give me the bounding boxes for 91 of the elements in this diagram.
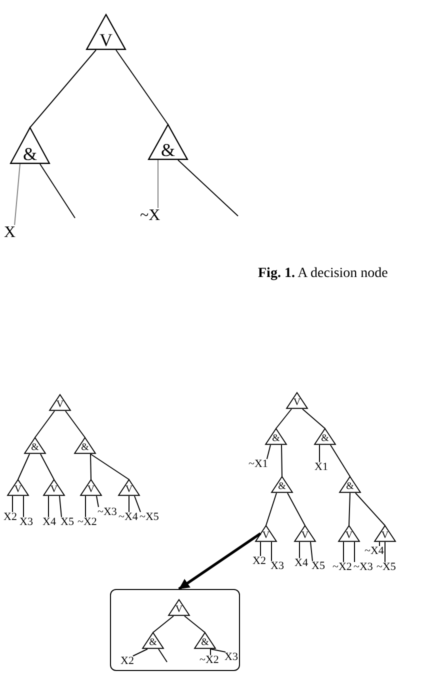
operator-triangle: V <box>286 392 308 409</box>
variable-label: X5 <box>60 517 74 528</box>
connector-line <box>96 496 99 508</box>
variable-label: ~X2 <box>332 562 352 573</box>
connector-line <box>134 496 141 512</box>
connector-line <box>266 444 271 460</box>
connector-line <box>128 496 130 512</box>
connector-line <box>12 496 13 512</box>
variable-label: X2 <box>4 512 17 523</box>
connector-line <box>158 648 168 662</box>
operator-triangle: V <box>168 599 190 616</box>
connector-line <box>132 648 148 656</box>
operator-triangle: & <box>142 632 164 649</box>
operator-triangle: V <box>86 14 126 50</box>
connector-line <box>210 648 211 656</box>
connector-line <box>260 542 261 556</box>
connector-line <box>65 410 86 438</box>
operator-triangle: & <box>194 632 216 649</box>
connector-line <box>287 492 306 526</box>
variable-label: X3 <box>224 652 238 663</box>
operator-triangle: & <box>148 124 188 160</box>
connector-line <box>152 616 174 633</box>
connector-line <box>90 454 130 480</box>
variable-label: ~X2 <box>78 517 97 528</box>
connector-line <box>40 454 54 480</box>
variable-label: ~X4 <box>364 546 384 557</box>
operator-triangle: & <box>265 428 287 445</box>
connector-line <box>85 496 86 518</box>
variable-label: X <box>4 225 16 241</box>
connector-line <box>116 50 168 125</box>
variable-label: X3 <box>20 517 33 528</box>
connector-line <box>310 542 313 562</box>
variable-label: ~X3 <box>354 562 373 573</box>
connector-line <box>302 408 326 429</box>
connector-line <box>23 496 24 518</box>
variable-label: ~X5 <box>376 562 396 573</box>
operator-triangle: V <box>7 479 29 496</box>
operator-triangle: & <box>10 127 50 164</box>
connector-line <box>355 492 386 526</box>
operator-triangle: & <box>271 476 293 493</box>
variable-label: ~X4 <box>118 512 138 523</box>
operator-triangle: V <box>49 394 71 411</box>
operator-triangle: V <box>255 525 277 542</box>
connector-line <box>330 444 350 477</box>
connector-line <box>348 492 350 526</box>
operator-triangle: & <box>314 428 336 445</box>
variable-label: X5 <box>312 561 325 572</box>
variable-label: ~X2 <box>200 655 219 666</box>
variable-label: ~X5 <box>140 512 159 523</box>
connector-line <box>178 160 238 216</box>
variable-label: X2 <box>120 656 134 667</box>
connector-line <box>59 496 62 518</box>
connector-line <box>276 408 292 429</box>
connector-line <box>18 454 30 480</box>
operator-triangle: & <box>339 476 361 493</box>
operator-triangle: & <box>74 437 96 454</box>
figure-caption: Fig. 1. A decision node <box>258 266 388 282</box>
operator-triangle: V <box>43 479 65 496</box>
connector-line <box>379 542 380 546</box>
connector-line <box>319 444 320 462</box>
connector-line <box>184 616 206 633</box>
variable-label: X4 <box>42 517 56 528</box>
connector-line <box>271 542 272 562</box>
connector-line <box>281 444 282 477</box>
variable-label: ~X <box>140 208 160 224</box>
operator-triangle: V <box>80 479 102 496</box>
variable-label: ~X3 <box>98 507 117 518</box>
variable-label: ~X1 <box>248 459 268 470</box>
operator-triangle: & <box>24 437 46 454</box>
connector-line <box>40 164 76 218</box>
variable-label: X2 <box>252 556 266 567</box>
operator-triangle: V <box>374 525 396 542</box>
connector-line <box>210 648 226 652</box>
rounded-frame <box>110 589 240 671</box>
connector-line <box>90 454 92 480</box>
connector-line <box>299 542 300 558</box>
variable-label: X4 <box>294 558 308 569</box>
connector-line <box>343 542 344 562</box>
connector-line <box>354 542 355 562</box>
connector-line <box>384 542 386 562</box>
connector-line <box>266 492 277 526</box>
connector-line <box>14 164 20 226</box>
connector-line <box>34 410 55 438</box>
arrow <box>178 532 262 590</box>
operator-triangle: V <box>338 525 360 542</box>
connector-line <box>30 50 96 128</box>
connector-line <box>48 496 49 518</box>
variable-label: X1 <box>314 462 328 473</box>
operator-triangle: V <box>118 479 140 496</box>
operator-triangle: V <box>294 525 316 542</box>
variable-label: X3 <box>270 561 284 572</box>
